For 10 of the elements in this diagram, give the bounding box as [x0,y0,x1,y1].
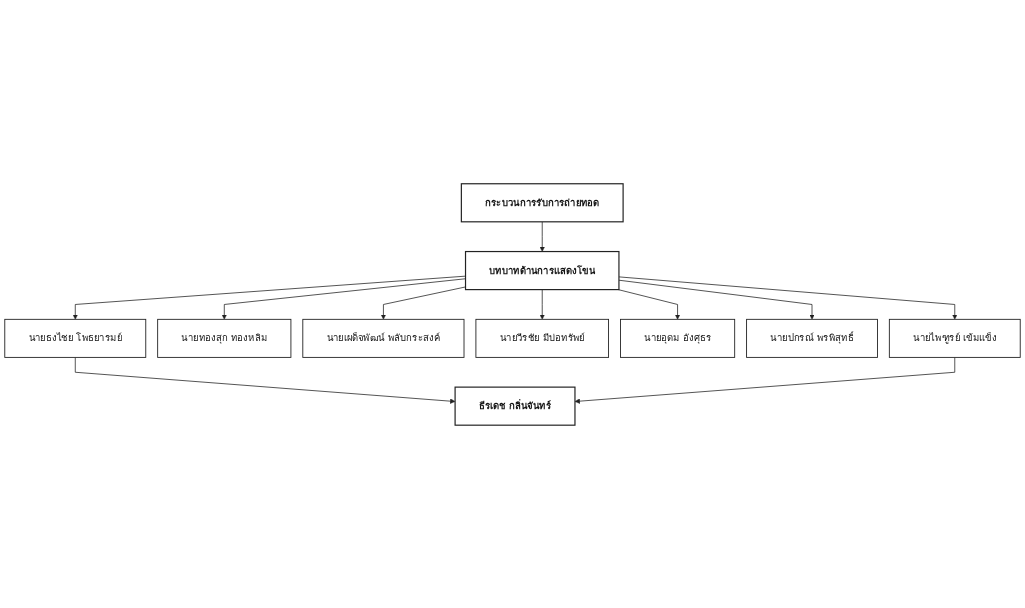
node-box: นายอุดม อังศุธร [620,318,736,358]
node-box: ธีรเดช กลิ่นจันทร์ [454,386,576,426]
node-box: บทบาทด้านการแสดงโขน [464,250,620,290]
node-box: นายเผด็จพัฒน์ พลับกระสงค์ [302,318,465,358]
node-box: นายปกรณ์ พรพิสุทธิ์ [746,318,878,358]
node-box: นายวีรชัย มีบ่อทรัพย์ [475,318,609,358]
node-box: นายไพฑูรย์ เข้มแข็ง [888,318,1021,358]
node-box: กระบวนการรับการถ่ายทอด [460,182,624,222]
node-box: นายธงไชย โพธยารมย์ [4,318,147,358]
node-box: นายทองสุก ทองหลิม [157,318,292,358]
